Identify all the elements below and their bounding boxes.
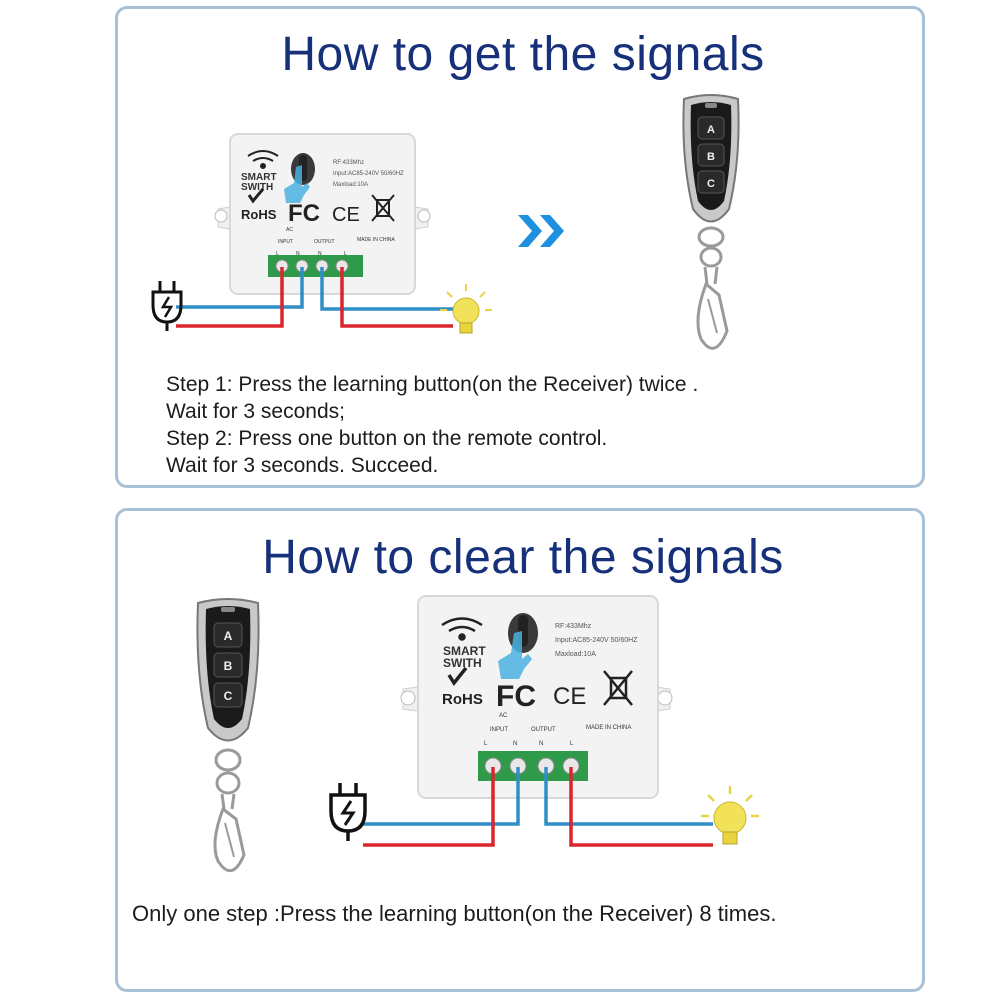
- svg-text:N: N: [513, 741, 517, 747]
- spec-maxload: Maxload:10A: [555, 651, 596, 658]
- terminal-block: [268, 255, 363, 277]
- step-1-wait-text: Wait for 3 seconds;: [166, 400, 345, 423]
- smart-label: SMART: [241, 172, 277, 183]
- clear-signals-step-text: Only one step :Press the learning button…: [132, 901, 777, 926]
- wire-live-in: [363, 767, 495, 847]
- svg-text:AC: AC: [286, 227, 293, 233]
- svg-text:A: A: [224, 629, 233, 643]
- svg-text:C: C: [224, 689, 233, 703]
- svg-text:INPUT: INPUT: [278, 239, 293, 245]
- hand-press-icon: [284, 165, 310, 203]
- step-1-text: Step 1: Press the learning button(on the…: [166, 373, 699, 396]
- get-signals-title: How to get the signals: [281, 28, 765, 81]
- svg-text:N: N: [318, 251, 322, 257]
- remote-button-b[interactable]: B: [697, 143, 725, 167]
- led-indicator: [705, 103, 717, 108]
- svg-text:N: N: [296, 251, 300, 257]
- mount-hole: [657, 690, 673, 706]
- ce-mark: CE: [332, 204, 360, 226]
- wire-neutral-out: [320, 267, 453, 311]
- wires: [363, 767, 713, 847]
- wire-neutral-in: [363, 767, 520, 826]
- rohs-mark: RoHS: [442, 691, 483, 708]
- mount-hole: [400, 690, 416, 706]
- svg-text:B: B: [224, 659, 233, 673]
- wifi-icon: [247, 150, 279, 169]
- svg-text:A: A: [707, 124, 715, 136]
- bulb-icon: [701, 786, 759, 845]
- svg-text:MADE IN CHINA: MADE IN CHINA: [586, 725, 631, 731]
- led-indicator: [221, 607, 235, 612]
- spec-input: Input:AC85-240V 50/60HZ: [555, 637, 638, 644]
- spec-input: Input:AC85-240V 50/60HZ: [333, 171, 404, 177]
- get-signals-panel: How to get the signals SMART SWITH RF:43…: [115, 6, 925, 488]
- ce-mark: CE: [553, 683, 586, 710]
- wire-live-out: [569, 767, 713, 847]
- receiver-module: [400, 595, 673, 799]
- wire-live-in: [176, 267, 284, 328]
- wire-neutral-in: [176, 267, 304, 309]
- receiver-wiring-diagram: SMART SWITH RF:433Mhz Input:AC85-240V 50…: [151, 94, 740, 350]
- mount-hole: [214, 209, 228, 223]
- fc-mark: FC: [496, 680, 536, 713]
- remote-control: A B C: [682, 94, 740, 350]
- step-2-text: Step 2: Press one button on the remote c…: [166, 427, 608, 450]
- svg-text:L: L: [276, 251, 279, 257]
- svg-text:B: B: [707, 151, 715, 163]
- svg-text:L: L: [484, 741, 488, 747]
- remote-control: A B C: [196, 598, 260, 872]
- keyring-clip: [213, 748, 246, 872]
- svg-text:L: L: [570, 741, 574, 747]
- svg-text:L: L: [344, 251, 347, 257]
- check-mark: [247, 188, 265, 204]
- terminal-labels: AC INPUT OUTPUT MADE IN CHINA L N N L: [484, 713, 631, 747]
- wire-neutral-out: [544, 767, 713, 826]
- swith-label: SWITH: [241, 182, 273, 193]
- bulb-icon: [440, 284, 492, 334]
- spec-maxload: Maxload:10A: [333, 182, 368, 188]
- get-signals-steps: Step 1: Press the learning button(on the…: [166, 371, 698, 479]
- weee-bin-icon: [371, 194, 395, 222]
- svg-text:MADE IN CHINA: MADE IN CHINA: [357, 237, 395, 243]
- plug-icon: [329, 783, 367, 841]
- mount-hole: [417, 209, 431, 223]
- receiver-module: [214, 133, 431, 295]
- step-2-wait-text: Wait for 3 seconds. Succeed.: [166, 454, 439, 477]
- remote-button-c[interactable]: C: [213, 682, 243, 708]
- fc-mark: FC: [288, 200, 320, 227]
- wifi-icon: [441, 617, 483, 641]
- keyring-clip: [696, 226, 729, 350]
- spec-rf: RF:433Mhz: [555, 623, 592, 630]
- remote-button-a[interactable]: A: [213, 622, 243, 648]
- smart-label: SMART: [443, 644, 486, 658]
- remote-button-b[interactable]: B: [213, 652, 243, 678]
- terminal-labels: AC INPUT OUTPUT MADE IN CHINA L N N L: [276, 227, 395, 257]
- weee-bin-icon: [603, 670, 633, 706]
- rohs-mark: RoHS: [241, 207, 277, 222]
- svg-text:OUTPUT: OUTPUT: [314, 239, 335, 245]
- svg-text:OUTPUT: OUTPUT: [531, 727, 556, 733]
- hand-press-icon: [498, 631, 532, 679]
- clear-wiring-diagram: A B C: [196, 595, 759, 872]
- wire-live-out: [340, 267, 453, 328]
- clear-signals-panel: How to clear the signals A B C: [115, 508, 925, 992]
- remote-button-c[interactable]: C: [697, 170, 725, 194]
- check-mark: [447, 666, 468, 687]
- svg-text:INPUT: INPUT: [490, 727, 508, 733]
- swith-label: SWITH: [443, 656, 482, 670]
- arrow-right-icon: [518, 215, 564, 247]
- svg-text:C: C: [707, 178, 715, 190]
- spec-rf: RF:433Mhz: [333, 160, 364, 166]
- clear-signals-title: How to clear the signals: [262, 531, 784, 584]
- remote-button-a[interactable]: A: [697, 116, 725, 140]
- plug-icon: [151, 281, 183, 331]
- svg-text:N: N: [539, 741, 543, 747]
- svg-text:AC: AC: [499, 713, 508, 719]
- wires: [176, 267, 453, 328]
